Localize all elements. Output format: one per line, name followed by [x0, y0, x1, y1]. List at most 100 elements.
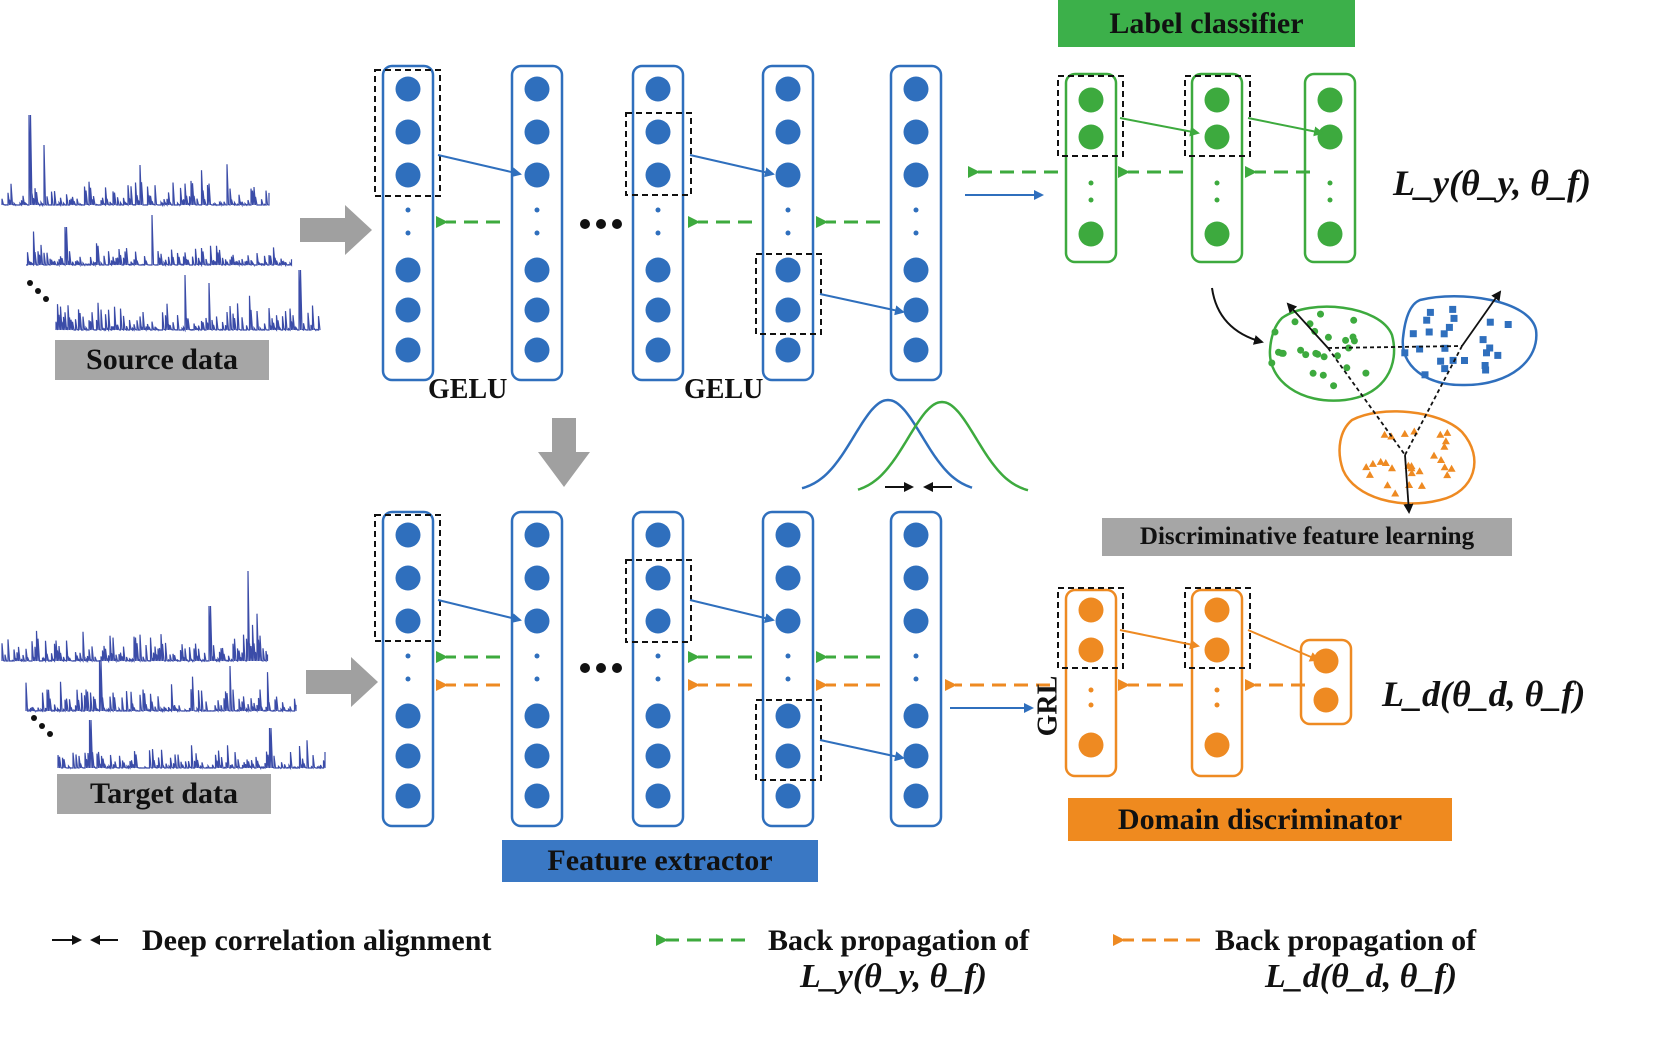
ellipsis-dot [1214, 702, 1220, 708]
ellipsis-dot [785, 230, 791, 236]
ellipsis-dot [405, 207, 411, 213]
neuron [903, 119, 929, 145]
blue-point [1437, 357, 1445, 365]
green-point [1342, 336, 1350, 344]
neuron [903, 162, 929, 188]
neuron [903, 743, 929, 769]
neuron [903, 297, 929, 323]
feature-clusters [1268, 290, 1538, 514]
distribution-curves [801, 398, 1029, 492]
neuron [1078, 124, 1104, 150]
green-backprop-arrows [436, 166, 1310, 663]
green-point [1311, 327, 1319, 335]
ellipsis-dot [534, 676, 540, 682]
extractor-bottom-column-2 [510, 510, 564, 828]
neuron [645, 522, 671, 548]
green-point [1349, 333, 1357, 341]
classifier-column-3 [1303, 72, 1357, 264]
blue-point [1416, 345, 1424, 353]
neuron [775, 703, 801, 729]
neuron [775, 522, 801, 548]
neuron [645, 703, 671, 729]
green-point [1302, 351, 1310, 359]
grl-label: GRL [1032, 675, 1064, 737]
ellipsis-dot [405, 676, 411, 682]
neuron [775, 119, 801, 145]
neuron [395, 337, 421, 363]
neuron [775, 257, 801, 283]
neuron [395, 743, 421, 769]
legend-green-line2: L_y(θ_y, θ_f) [800, 958, 987, 995]
orange-point [1415, 467, 1424, 475]
neuron [1078, 637, 1104, 663]
orange-point [1447, 464, 1456, 472]
blue-point [1482, 366, 1490, 374]
discriminator-column-3 [1299, 638, 1353, 726]
forward-arrows [437, 154, 1044, 762]
neuron [395, 257, 421, 283]
neuron [1204, 597, 1230, 623]
ellipsis-dot [913, 653, 919, 659]
target-signals [1, 570, 326, 771]
column-frame [631, 510, 685, 828]
column-frame [1190, 72, 1244, 264]
green-point [1268, 359, 1276, 367]
neuron [1078, 87, 1104, 113]
blue-point [1441, 365, 1449, 373]
green-point [1317, 310, 1324, 318]
green-point [1297, 346, 1305, 354]
neuron [1204, 732, 1230, 758]
neuron [395, 119, 421, 145]
column-frame [761, 510, 815, 828]
green-point [1345, 344, 1353, 352]
classifier-to-clusters-arrow [1211, 287, 1264, 345]
neuron [903, 608, 929, 634]
orange-point [1388, 464, 1396, 472]
blue-point [1486, 344, 1494, 352]
orange-point [1443, 471, 1452, 479]
blue-point [1483, 349, 1490, 357]
classifier-column-2 [1190, 72, 1244, 264]
extractor-bottom-column-3 [631, 510, 685, 828]
feature-extractor-top [381, 64, 943, 382]
neuron [524, 257, 550, 283]
ellipsis-dot [534, 207, 540, 213]
ellipsis-dot [655, 207, 661, 213]
discriminator-forward-arrows [1119, 629, 1320, 662]
orange-point [1430, 451, 1438, 459]
orange-point [1407, 469, 1416, 477]
neuron [1078, 597, 1104, 623]
green-point [1362, 369, 1370, 377]
neuron [645, 257, 671, 283]
neuron [1204, 221, 1230, 247]
extractor-bottom-column-4 [761, 510, 815, 828]
blue-point [1481, 362, 1489, 369]
signal-ellipsis-dots [27, 280, 53, 737]
blue-point [1461, 357, 1468, 364]
neuron [524, 162, 550, 188]
blue-point [1504, 321, 1512, 328]
ellipsis-dot [1088, 702, 1094, 708]
down-arrow [538, 418, 590, 487]
neuron [1317, 124, 1343, 150]
neuron [524, 783, 550, 809]
discriminator-column-2 [1190, 588, 1244, 778]
extractor-bottom-column-5 [889, 510, 943, 828]
neuron [1313, 648, 1339, 674]
neuron [395, 162, 421, 188]
dashed-selection-boxes [374, 69, 1251, 781]
orange-cluster [1338, 410, 1476, 505]
discriminator-column-1 [1064, 588, 1118, 778]
ld-loss-label: L_d(θ_d, θ_f) [1382, 674, 1586, 714]
classifier-column-1 [1064, 72, 1118, 264]
blue-point [1421, 371, 1429, 379]
ellipsis-dot [1327, 197, 1333, 203]
ellipsis-dot [534, 653, 540, 659]
extractor-top-column-4 [761, 64, 815, 382]
orange-point [1376, 457, 1385, 465]
legend-coral-label: Deep correlation alignment [142, 924, 492, 957]
neuron [645, 76, 671, 102]
column-frame [1303, 72, 1357, 264]
orange-point [1443, 428, 1452, 436]
neuron [903, 76, 929, 102]
